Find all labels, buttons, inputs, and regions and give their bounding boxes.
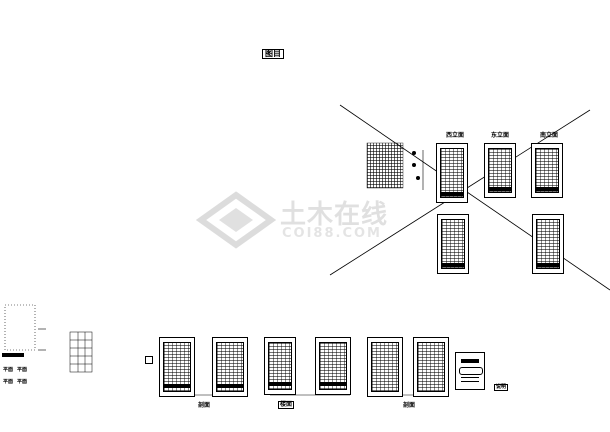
legend-mark: 平面 (3, 367, 14, 373)
title-label: 图目 (262, 49, 284, 59)
black-bar (2, 353, 24, 357)
legend-mark: 平面 (17, 379, 28, 385)
node-dot (416, 176, 420, 180)
drawing-sheet[interactable] (532, 214, 564, 274)
drawing-sheet[interactable] (484, 143, 516, 198)
view-label-right: 南立面 (540, 132, 559, 139)
drawing-sheet[interactable] (437, 214, 469, 274)
drawing-sheet[interactable] (315, 337, 351, 395)
mini-table (69, 331, 93, 373)
view-label-left: 西立面 (446, 132, 465, 139)
drawing-sheet[interactable] (159, 337, 195, 397)
drawing-sheet[interactable] (436, 143, 468, 203)
section-label-b: 楼面 (278, 401, 295, 409)
node-dot (412, 163, 416, 167)
drawing-sheet[interactable] (212, 337, 248, 397)
diagonal-line (339, 104, 610, 291)
view-label-middle: 东立面 (491, 132, 510, 139)
drawing-sheet[interactable] (531, 143, 563, 198)
notes-sheet[interactable] (455, 352, 485, 390)
node-dot (412, 151, 416, 155)
grid-pattern (367, 143, 403, 188)
drawing-sheet[interactable] (367, 337, 403, 397)
legend-mark: 平面 (3, 379, 14, 385)
section-label-c: 剖面 (403, 402, 416, 409)
note-label: 说明 (494, 384, 509, 391)
legend-mark: 平面 (17, 367, 28, 373)
dashed-frame (4, 304, 36, 351)
marker-box (145, 356, 153, 364)
section-label-a: 剖面 (198, 402, 211, 409)
drawing-sheet[interactable] (264, 337, 296, 395)
drawing-sheet[interactable] (413, 337, 449, 397)
